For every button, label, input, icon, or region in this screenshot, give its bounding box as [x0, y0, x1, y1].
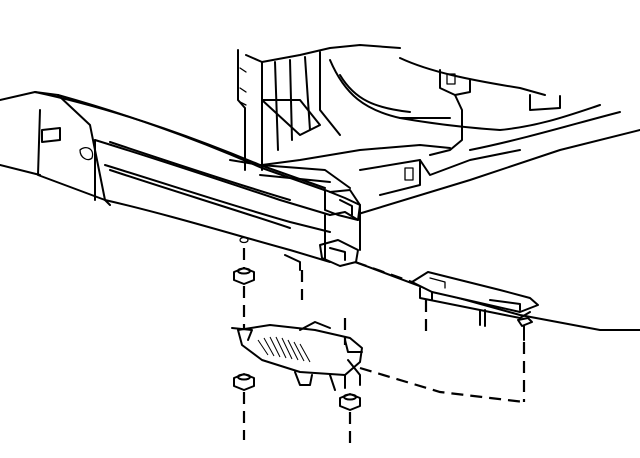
upper-bracket — [412, 272, 538, 326]
bolt — [518, 318, 532, 340]
nut — [234, 268, 254, 284]
nut — [340, 394, 360, 410]
lower-bracket — [232, 322, 362, 390]
nut — [234, 374, 254, 390]
body-frame-rail — [238, 45, 640, 330]
alignment-lines — [244, 248, 524, 445]
bumper-impact-bar — [0, 92, 360, 270]
